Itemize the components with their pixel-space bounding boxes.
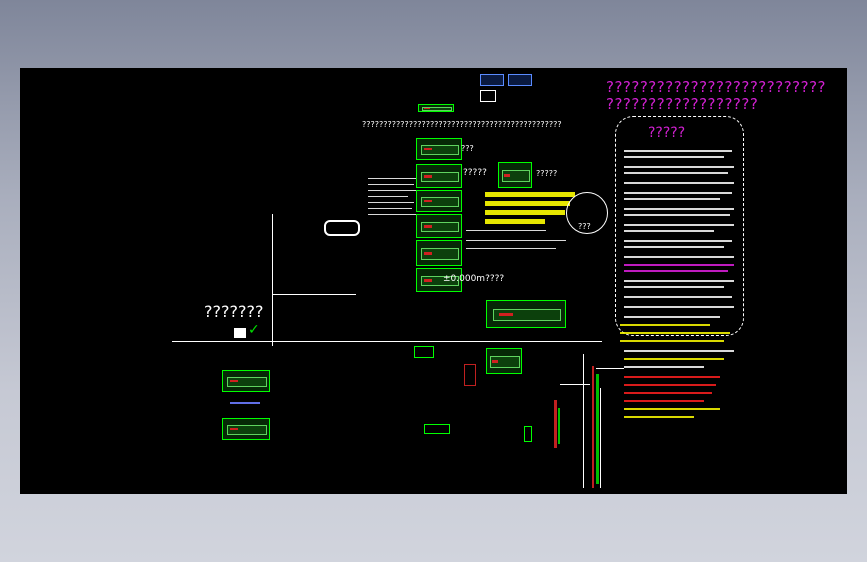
cloud-notes-title: ????? (648, 125, 686, 141)
text-line (368, 202, 414, 203)
drawing-table[interactable] (486, 348, 522, 374)
drawing-block[interactable] (524, 426, 532, 442)
highlight-text-block (485, 201, 570, 206)
note-line (624, 224, 734, 226)
note-line (624, 240, 732, 242)
drawing-block[interactable] (414, 346, 434, 358)
note-line-yellow (620, 340, 724, 342)
highlight-text-block (485, 192, 575, 197)
note-line-yellow (620, 332, 730, 334)
drawing-sheet-thumbnail[interactable] (416, 268, 462, 292)
text-line (368, 178, 416, 179)
section-line (592, 366, 594, 488)
leader-line (560, 384, 590, 385)
note-line (624, 192, 732, 194)
drawing-block[interactable] (480, 74, 504, 86)
drawing-block[interactable] (424, 424, 450, 434)
sheet-label: ????? (463, 168, 487, 178)
check-icon: ✓ (248, 322, 260, 338)
note-line-red (624, 384, 716, 386)
drawing-title-line-1: ?????????????????????????? (606, 78, 826, 96)
text-line (466, 248, 556, 249)
sheet-label: ??? (461, 144, 474, 153)
text-line (466, 240, 566, 241)
drawing-sheet-thumbnail[interactable] (416, 190, 462, 212)
note-line-yellow (624, 416, 694, 418)
note-line (624, 230, 714, 232)
note-line (624, 350, 734, 352)
axis-line-horizontal (272, 294, 356, 295)
section-line (554, 400, 557, 448)
note-line (624, 182, 734, 184)
drawing-title-line-2: ?????????????????? (606, 95, 759, 113)
note-line-yellow (624, 408, 720, 410)
note-line (624, 150, 732, 152)
drawing-sheet-thumbnail[interactable] (416, 164, 462, 188)
drawing-sheet-thumbnail[interactable] (222, 418, 270, 440)
note-line (624, 214, 730, 216)
axis-line-vertical (272, 214, 273, 346)
revision-cloud-notes[interactable] (615, 116, 744, 336)
note-line (624, 256, 734, 258)
note-line-highlight (624, 270, 728, 272)
drawing-sheet-thumbnail[interactable] (416, 214, 462, 238)
note-line-red (624, 400, 704, 402)
drawing-block[interactable] (464, 364, 476, 386)
note-line (624, 156, 724, 158)
drawing-sheet-thumbnail[interactable] (498, 162, 532, 188)
text-line (368, 214, 416, 215)
note-line-red (624, 392, 712, 394)
text-line (466, 230, 546, 231)
note-line (624, 316, 720, 318)
hand-icon (324, 220, 360, 236)
note-line (624, 280, 734, 282)
section-line (596, 374, 599, 484)
text-line (368, 208, 412, 209)
section-line (600, 388, 601, 488)
drawing-model-space[interactable]: ?????????????????????????? ?????????????… (20, 68, 847, 494)
highlight-text-block (485, 210, 565, 215)
note-line (624, 172, 728, 174)
note-line (624, 366, 704, 368)
note-line (624, 286, 724, 288)
ucs-axis-icon (234, 328, 246, 338)
note-line (624, 198, 720, 200)
highlight-text-block (485, 219, 545, 224)
note-line-yellow (624, 358, 724, 360)
divider-line (230, 402, 260, 404)
drawing-sheet-thumbnail[interactable] (418, 104, 454, 112)
note-line (624, 306, 734, 308)
text-line (368, 196, 408, 197)
elevation-label: ±0.000m???? (443, 274, 505, 284)
note-line (624, 296, 732, 298)
section-line (583, 354, 584, 488)
ground-line (172, 341, 602, 342)
section-line (558, 408, 560, 444)
drawing-block[interactable] (480, 90, 496, 102)
note-line-red (624, 376, 720, 378)
leader-line (596, 368, 624, 369)
text-line (368, 184, 414, 185)
drawing-table[interactable] (486, 300, 566, 328)
drawing-header-text: ????????????????????????????????????????… (362, 120, 562, 129)
text-line (368, 190, 416, 191)
note-line-highlight (624, 264, 734, 266)
note-line (624, 208, 734, 210)
drawing-sheet-thumbnail[interactable] (416, 240, 462, 266)
note-line (624, 246, 724, 248)
sheet-label: ????? (536, 169, 558, 178)
note-line-yellow (620, 324, 710, 326)
drawing-sheet-thumbnail[interactable] (222, 370, 270, 392)
drawing-sheet-thumbnail[interactable] (416, 138, 462, 160)
left-label: ??????? (204, 302, 264, 321)
drawing-block[interactable] (508, 74, 532, 86)
note-line (624, 166, 734, 168)
detail-circle[interactable] (566, 192, 608, 234)
detail-circle-label: ??? (578, 222, 591, 231)
